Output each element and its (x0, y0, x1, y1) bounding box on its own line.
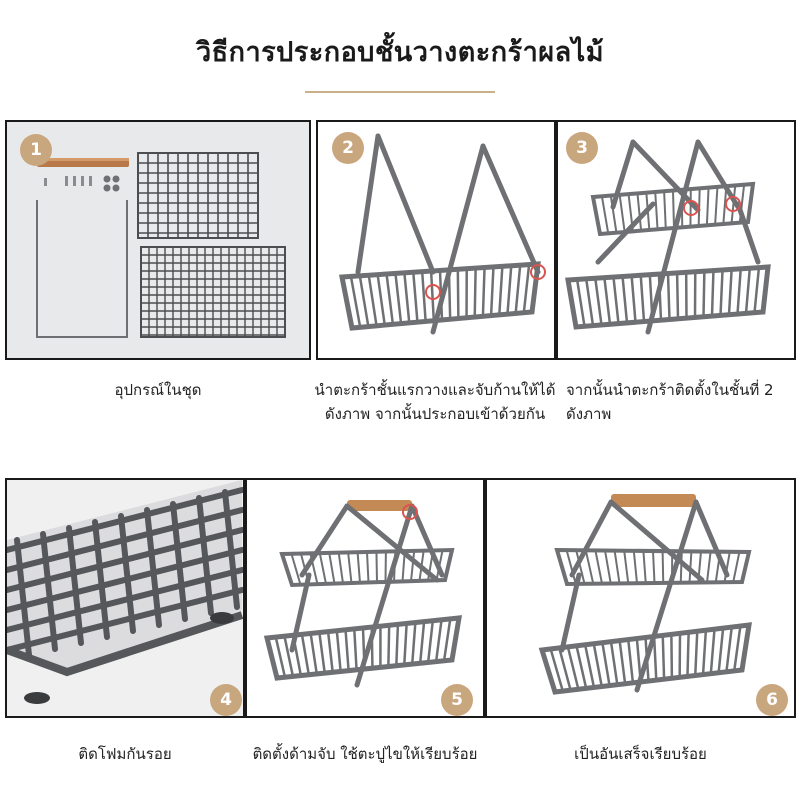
step-badge-3: 3 (566, 132, 598, 164)
page-title: วิธีการประกอบชั้นวางตะกร้าผลไม้ (195, 37, 605, 68)
title-divider (305, 91, 495, 93)
step-3-illustration (565, 139, 771, 335)
step-5-illustration (263, 500, 463, 688)
step-3-caption-line1: จากนั้นนำตะกร้าติดตั้งในชั้นที่ 2 (566, 381, 774, 399)
step-badge-1: 1 (20, 134, 52, 166)
step-6-illustration (538, 494, 752, 695)
step-badge-6: 6 (756, 684, 788, 716)
step-2-caption-line2: ดังภาพ จากนั้นประกอบเข้าด้วยกัน (324, 405, 546, 423)
step-3-caption: จากนั้นนำตะกร้าติดตั้งในชั้นที่ 2 ดังภาพ (566, 378, 796, 426)
step-badge-5: 5 (441, 684, 473, 716)
step-2-illustration (339, 133, 546, 335)
step-2-caption: นำตะกร้าชั้นแรกวางและจับก้านให้ได้ ดังภา… (300, 378, 570, 426)
step-4-illustration (7, 480, 243, 716)
step-4-caption: ติดโฟมกันรอย (78, 745, 172, 763)
step-1-panel: 1 (5, 120, 311, 360)
step-6-caption: เป็นอันเสร็จเรียบร้อย (574, 745, 707, 763)
step-3-caption-line2: ดังภาพ (566, 405, 612, 423)
step-5-caption: ติดตั้งด้ามจับ ใช้ตะปูไขให้เรียบร้อย (252, 745, 478, 763)
step-2-caption-line1: นำตะกร้าชั้นแรกวางและจับก้านให้ได้ (314, 381, 556, 399)
step-badge-4: 4 (210, 684, 242, 716)
step-badge-2: 2 (332, 132, 364, 164)
parts-illustration (7, 122, 309, 358)
step-3-panel: 3 (556, 120, 796, 360)
step-2-panel: 2 (316, 120, 556, 360)
step-5-panel: 5 (245, 478, 485, 718)
step-4-panel: 4 (5, 478, 245, 718)
step-6-panel: 6 (485, 478, 796, 718)
step-1-caption: อุปกรณ์ในชุด (114, 381, 202, 399)
